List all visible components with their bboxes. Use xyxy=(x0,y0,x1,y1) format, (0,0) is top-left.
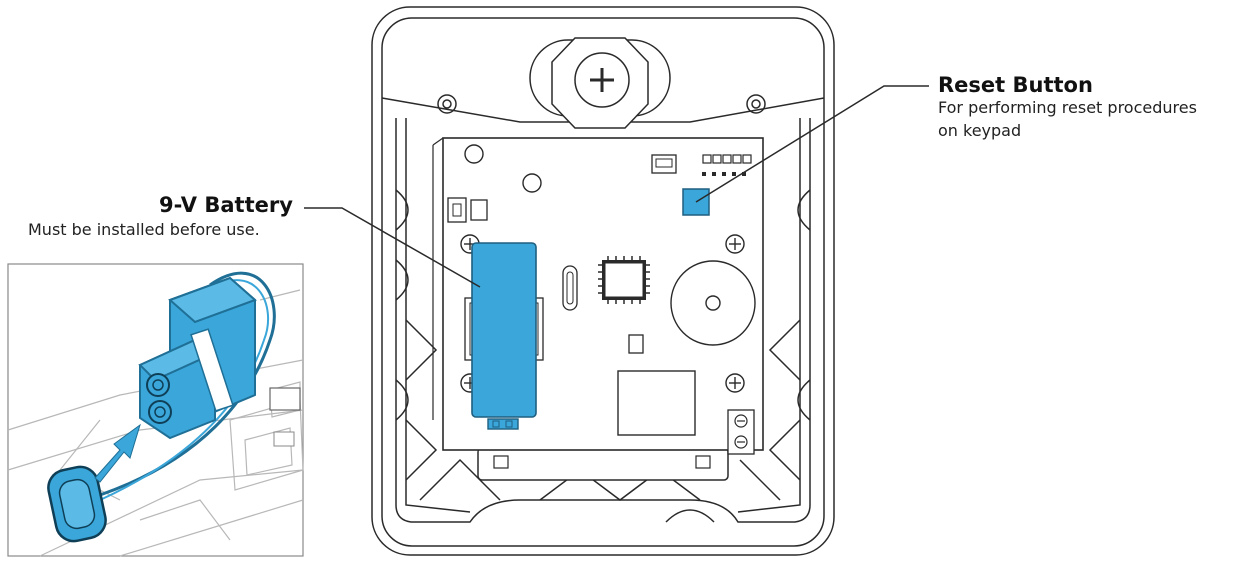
battery-callout-description: Must be installed before use. xyxy=(28,220,260,239)
chip-icon xyxy=(598,256,650,304)
reset-callout-description-line2: on keypad xyxy=(938,121,1022,140)
screw-icon xyxy=(590,68,614,92)
housing-screws xyxy=(437,94,766,114)
reset-callout-description-line1: For performing reset procedures xyxy=(938,98,1197,117)
mount-slot xyxy=(529,37,671,129)
reset-callout-title: Reset Button xyxy=(938,73,1093,97)
arrow-icon xyxy=(94,423,141,483)
battery-callout-title: 9-V Battery xyxy=(159,193,293,217)
battery-pack xyxy=(471,242,537,418)
buzzer-icon xyxy=(670,260,756,346)
battery-install-inset xyxy=(7,263,304,557)
circuit-board xyxy=(432,137,764,481)
battery-clip xyxy=(47,465,107,543)
battery-icon xyxy=(138,276,257,440)
leader-lines xyxy=(304,85,929,288)
